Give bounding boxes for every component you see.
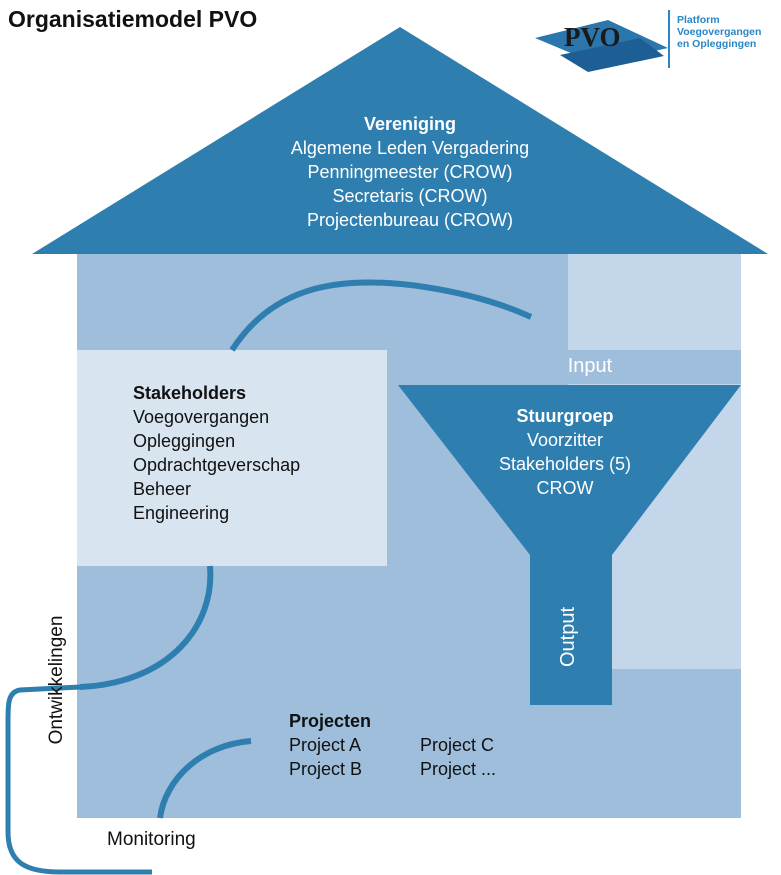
ontwikkelingen-loop [5,684,152,875]
stakeholder-item: Beheer [133,479,192,499]
projecten-arc [157,738,252,819]
stuurgroep-line: CROW [536,478,594,498]
project-item: Project ... [420,759,497,779]
stuurgroep-line: Voorzitter [526,430,604,450]
stuurgroep-line: Stakeholders (5) [498,454,632,474]
stakeholder-item: Opdrachtgeverschap [133,455,301,475]
logo-line-1: Platform [677,14,720,26]
project-item: Project C [420,735,495,755]
vereniging-roof [32,27,768,254]
logo-line-3: en Opleggingen [677,38,757,50]
projecten-column-2: Project C Project ... [420,733,496,781]
vereniging-line: Projectenbureau (CROW) [306,210,514,230]
vereniging-block: Vereniging Algemene Leden Vergadering Pe… [210,112,610,232]
funnel-input-bar [397,350,741,384]
pvo-logo: PVO [535,10,670,72]
stakeholder-item: Voegovergangen [133,407,270,427]
stakeholder-item: Opleggingen [133,431,236,451]
project-item: Project A [289,735,362,755]
projecten-heading: Projecten [289,711,372,731]
logo-line-2: Voegovergangen [677,26,762,38]
top-arc [229,279,533,352]
stakeholders-arc [79,565,214,690]
logo-text: Platform Voegovergangen en Opleggingen [677,14,761,50]
vereniging-heading: Vereniging [363,114,457,134]
vereniging-line: Secretaris (CROW) [332,186,488,206]
stakeholders-panel [77,350,387,566]
stuurgroep-heading: Stuurgroep [516,406,614,426]
funnel-input-label: Input [567,355,613,377]
stakeholders-block: Stakeholders Voegovergangen Opleggingen … [133,381,300,525]
monitoring-label: Monitoring [107,829,196,850]
logo-mark: PVO [564,22,620,52]
funnel-output-text: Output [557,606,579,668]
vereniging-line: Penningmeester (CROW) [307,162,513,182]
stakeholder-item: Engineering [133,503,230,523]
projecten-block: Projecten Project A Project B [289,709,371,781]
vereniging-line: Algemene Leden Vergadering [290,138,530,158]
stuurgroep-block: Stuurgroep Voorzitter Stakeholders (5) C… [440,404,690,500]
project-item: Project B [289,759,363,779]
page-title: Organisatiemodel PVO [8,6,258,32]
projecten-panel [251,669,741,818]
ontwikkelingen-text: Ontwikkelingen [46,615,67,745]
stuurgroep-funnel [398,385,741,705]
stakeholders-heading: Stakeholders [133,383,247,403]
